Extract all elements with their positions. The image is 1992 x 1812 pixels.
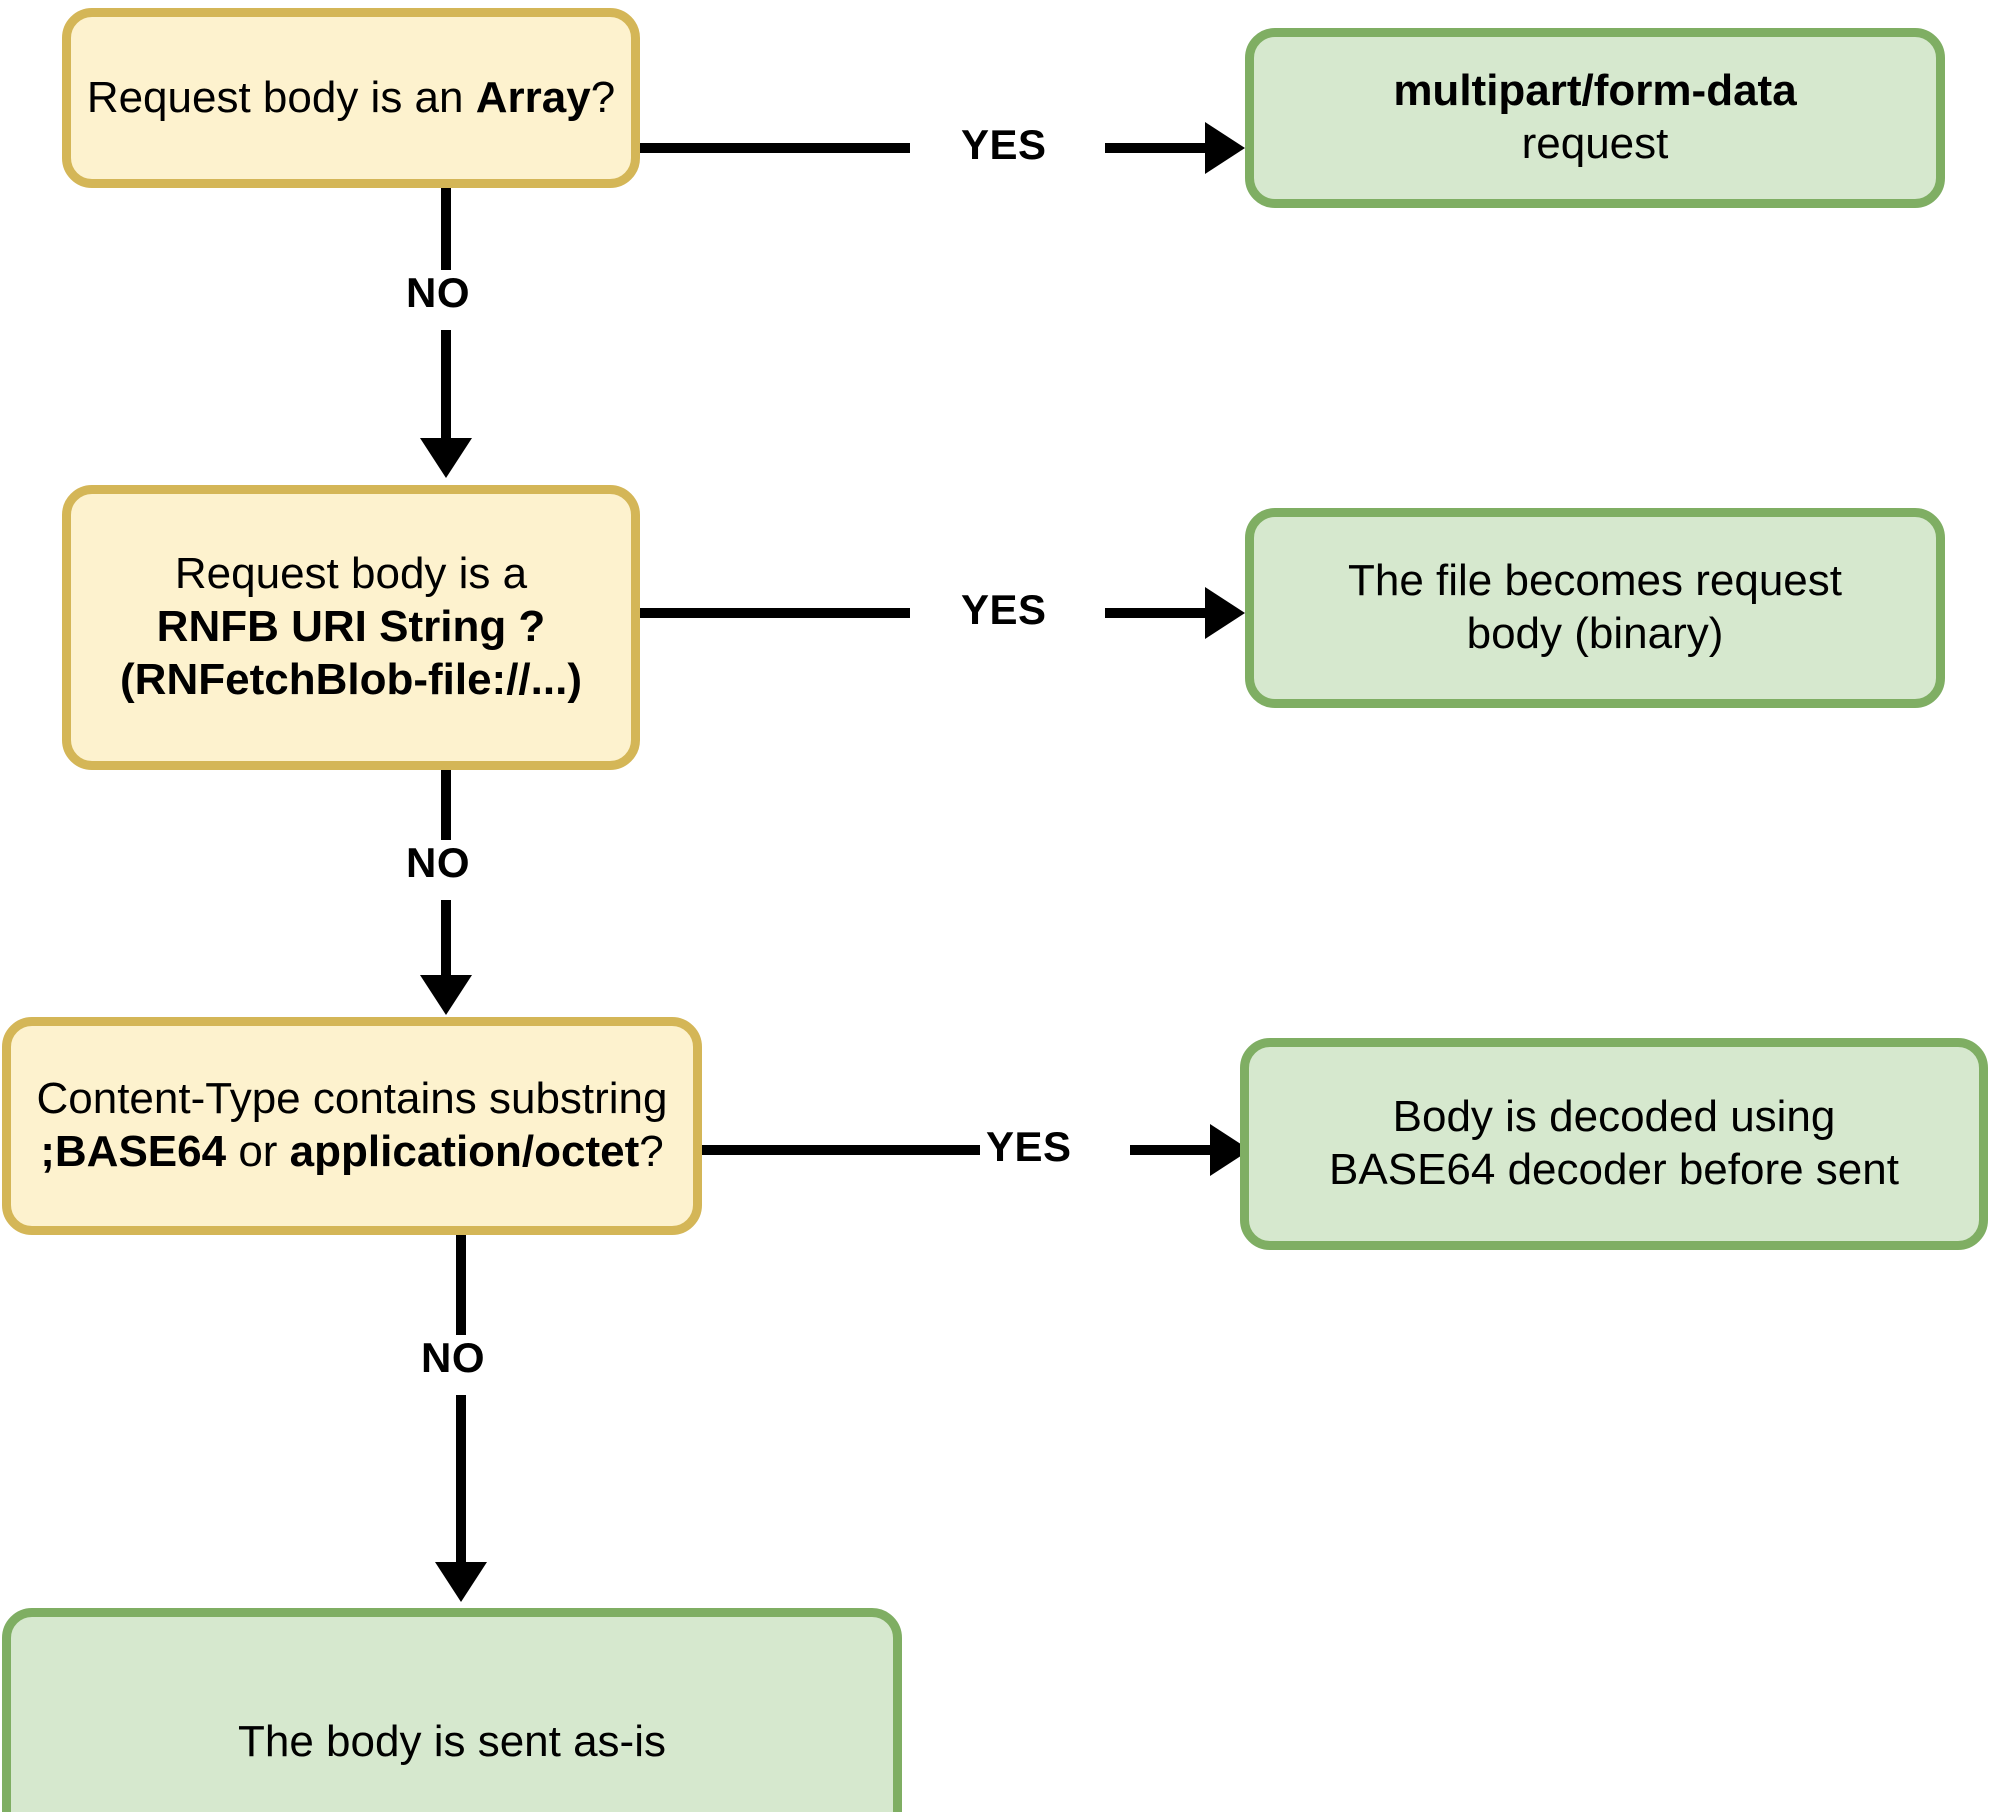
result-as-is-line1: The body is sent as-is: [238, 1716, 666, 1766]
edge-yes-1-arrowhead: [1205, 122, 1245, 174]
result-as-is-text: The body is sent as-is: [25, 1716, 879, 1769]
result-node-multipart-form-data[interactable]: multipart/form-data request: [1245, 28, 1945, 208]
edge-yes-2-arrowhead: [1205, 587, 1245, 639]
edge-no-1-arrowhead: [420, 438, 472, 478]
result-file-binary-line1: The file becomes request: [1347, 556, 1843, 606]
edge-no-3-arrowhead: [435, 1562, 487, 1602]
edge-label-yes-3: YES: [980, 1124, 1078, 1170]
edge-no-3-line-top: [456, 1235, 466, 1347]
decision-node-content-type-substring[interactable]: Content-Type contains substring ;BASE64 …: [2, 1017, 702, 1235]
decision-content-type-line2-d: ?: [639, 1127, 664, 1176]
decision-array-line1-c: ?: [590, 72, 616, 122]
result-file-binary-text: The file becomes request body (binary): [1268, 555, 1922, 661]
decision-rnfb-text: Request body is a RNFB URI String ? (RNF…: [85, 548, 617, 706]
edge-yes-2-line-right: [1105, 608, 1215, 618]
decision-array-line1-a: Request body is an: [86, 72, 476, 122]
decision-content-type-line2-c: application/octet: [289, 1127, 640, 1176]
decision-array-text: Request body is an Array?: [85, 72, 617, 125]
edge-label-yes-2: YES: [955, 587, 1053, 633]
decision-rnfb-line3: (RNFetchBlob-file://...): [120, 654, 582, 704]
edge-label-no-1: NO: [400, 270, 476, 316]
edge-label-yes-1: YES: [955, 122, 1053, 168]
result-base64-line1: Body is decoded using: [1392, 1092, 1836, 1142]
edge-label-no-3: NO: [415, 1335, 491, 1381]
result-multipart-text: multipart/form-data request: [1268, 65, 1922, 171]
decision-node-request-body-is-rnfb-uri[interactable]: Request body is a RNFB URI String ? (RNF…: [62, 485, 640, 770]
edge-no-1-line-bottom: [441, 330, 451, 440]
edge-label-no-2: NO: [400, 840, 476, 886]
decision-array-line1-b: Array: [475, 72, 591, 122]
decision-content-type-line2-b: or: [226, 1127, 290, 1176]
decision-content-type-text: Content-Type contains substring ;BASE64 …: [25, 1073, 679, 1179]
edge-no-2-line-bottom: [441, 900, 451, 980]
edge-no-2-arrowhead: [420, 975, 472, 1015]
edge-no-2-line-top: [441, 770, 451, 852]
result-multipart-line1: multipart/form-data: [1393, 66, 1797, 116]
result-file-binary-line2: body (binary): [1466, 609, 1724, 658]
result-node-file-becomes-body[interactable]: The file becomes request body (binary): [1245, 508, 1945, 708]
edge-yes-1-line-right: [1105, 143, 1215, 153]
edge-yes-1-line-left: [640, 143, 910, 153]
decision-content-type-line2: ;BASE64 or application/octet?: [25, 1126, 679, 1179]
result-node-body-sent-as-is[interactable]: The body is sent as-is: [2, 1608, 902, 1812]
result-multipart-line2: request: [1521, 119, 1669, 168]
decision-rnfb-line2: RNFB URI String ?: [156, 602, 546, 652]
edge-yes-3-line-right: [1130, 1145, 1220, 1155]
result-base64-line2: BASE64 decoder before sent: [1329, 1145, 1899, 1194]
result-node-base64-decoded[interactable]: Body is decoded using BASE64 decoder bef…: [1240, 1038, 1988, 1250]
edge-yes-2-line-left: [640, 608, 910, 618]
edge-yes-3-line-left: [702, 1145, 982, 1155]
decision-content-type-line1: Content-Type contains substring: [36, 1074, 668, 1124]
result-base64-text: Body is decoded using BASE64 decoder bef…: [1263, 1091, 1965, 1197]
edge-no-1-line-top: [441, 188, 451, 280]
edge-no-3-line-bottom: [456, 1395, 466, 1565]
decision-node-request-body-is-array[interactable]: Request body is an Array?: [62, 8, 640, 188]
decision-rnfb-line1: Request body is a: [174, 549, 528, 599]
decision-content-type-line2-a: ;BASE64: [40, 1127, 227, 1176]
